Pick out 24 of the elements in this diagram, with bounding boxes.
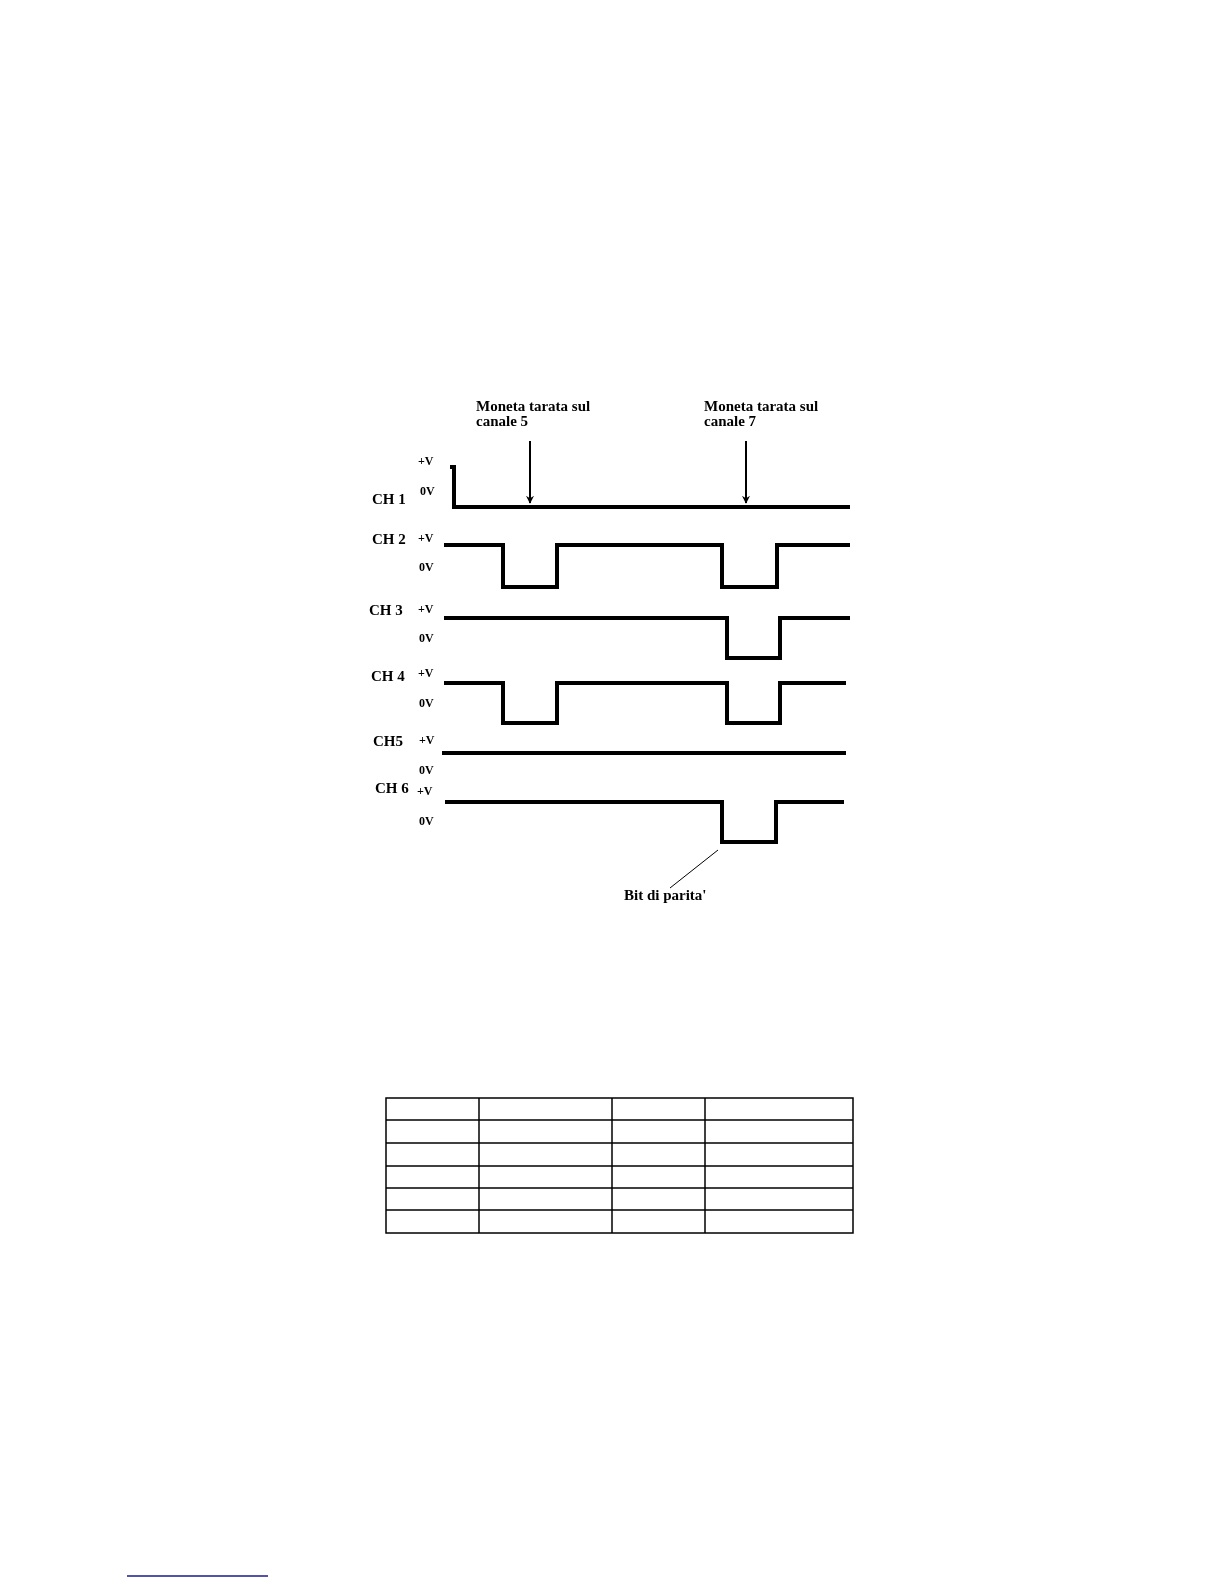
voltage-level-label: +V [418,532,434,544]
annotation-text: Bit di parita' [624,888,708,903]
voltage-level-label: +V [418,603,434,615]
voltage-level-label: +V [418,667,434,679]
channel-label: CH 2 [372,532,406,547]
arrow [526,440,534,504]
channel-label: CH 4 [371,669,405,684]
annotation-text: Moneta tarata sul canale 5 [476,399,592,429]
voltage-level-label: 0V [419,561,434,573]
channel-label: CH 6 [375,781,409,796]
voltage-level-label: +V [419,734,435,746]
voltage-level-label: +V [418,455,434,467]
channel-label: CH 1 [372,492,406,507]
annotation-text: Moneta tarata sul canale 7 [704,399,820,429]
arrow [742,440,750,504]
voltage-level-label: 0V [419,632,434,644]
voltage-level-label: 0V [419,764,434,776]
channel-label: CH 3 [369,603,403,618]
voltage-level-label: 0V [419,697,434,709]
voltage-level-label: 0V [420,485,435,497]
voltage-level-label: 0V [419,815,434,827]
leader-line [669,849,719,889]
channel-label: CH5 [373,734,403,749]
voltage-level-label: +V [417,785,433,797]
